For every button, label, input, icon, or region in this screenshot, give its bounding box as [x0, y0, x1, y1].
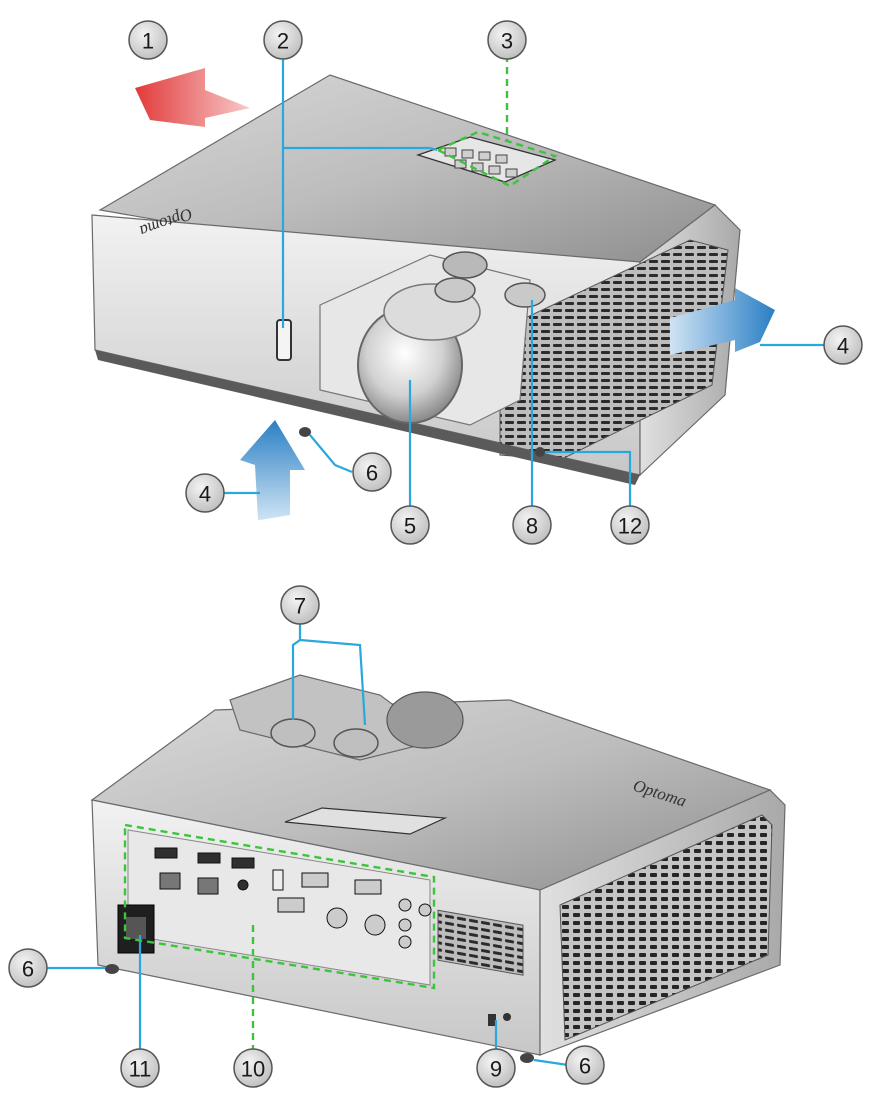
rear-view-projector: Optoma [90, 674, 786, 1063]
callout-circle [280, 585, 320, 625]
callout-2: 2 [263, 20, 303, 60]
lock-icon [503, 1013, 511, 1021]
callout-number: 6 [366, 461, 378, 486]
hdmi-port [154, 847, 178, 859]
callout-circle [352, 452, 392, 492]
usb-port [272, 869, 284, 891]
callout-number: 6 [579, 1054, 591, 1079]
front-view-projector: Optoma [91, 74, 741, 485]
callout-number: 3 [501, 29, 513, 54]
rear-vent [437, 909, 524, 976]
callout-number: 4 [837, 334, 849, 359]
callout-10: 10 [233, 1048, 273, 1088]
zoom-ring [434, 277, 476, 303]
callout-12: 12 [610, 505, 650, 545]
callout-number: 2 [277, 29, 289, 54]
callout-number: 6 [22, 957, 34, 982]
callout-number: 12 [618, 514, 642, 539]
audio-jack [237, 879, 249, 891]
callout-6: 6 [352, 452, 392, 492]
callout-4: 4 [185, 473, 225, 513]
rear-side-vent [559, 814, 773, 1041]
callout-circle [233, 1048, 273, 1088]
callout-6: 6 [565, 1045, 605, 1085]
callout-number: 7 [294, 594, 306, 619]
callout-number: 5 [404, 514, 416, 539]
dashed-outlines [123, 55, 558, 1055]
audio-jack [418, 903, 432, 917]
callout-5: 5 [390, 505, 430, 545]
callout-circle [565, 1045, 605, 1085]
callout-circle [128, 20, 168, 60]
callout-circle [512, 505, 552, 545]
vga-port [277, 897, 305, 913]
rear-foot-right [520, 1053, 534, 1063]
kensington-lock-slot [488, 1014, 496, 1026]
callout-number: 4 [199, 482, 211, 507]
io-ports [154, 847, 432, 949]
rca-port [326, 907, 348, 929]
vga-port [354, 879, 382, 895]
rear-zoom-ring [270, 718, 316, 748]
audio-jack [398, 918, 412, 932]
callout-number: 8 [526, 514, 538, 539]
callout-circle [610, 505, 650, 545]
callout-9: 9 [476, 1048, 516, 1088]
security-slot-front [535, 447, 545, 457]
callout-circle [823, 325, 863, 365]
airflow-out-arrow [135, 68, 250, 127]
callout-6: 6 [8, 948, 48, 988]
vga-port [301, 872, 329, 888]
callout-1: 1 [128, 20, 168, 60]
airflow-in-arrow [670, 288, 775, 355]
hdmi-port [231, 857, 255, 869]
rj45-port [159, 872, 181, 890]
callout-circle [487, 20, 527, 60]
rear-lens-edge [386, 691, 464, 749]
rear-foot-left [105, 964, 119, 974]
callout-3: 3 [487, 20, 527, 60]
audio-jack [398, 935, 412, 949]
callout-number: 11 [129, 1057, 152, 1082]
callout-circle [390, 505, 430, 545]
side-vent-grille [499, 239, 729, 461]
airflow-in-arrow [240, 420, 305, 520]
callout-number: 9 [490, 1057, 502, 1082]
rj45-port [197, 877, 219, 895]
lens-knob-top [442, 251, 488, 279]
rear-focus-ring [333, 728, 379, 758]
callout-4: 4 [823, 325, 863, 365]
callout-number: 10 [241, 1057, 265, 1082]
rear-keypad [284, 807, 448, 835]
callout-circle [8, 948, 48, 988]
callout-circle [120, 1048, 160, 1088]
audio-jack [398, 898, 412, 912]
callout-11: 11 [120, 1048, 160, 1088]
tilt-foot [299, 427, 311, 437]
callout-8: 8 [512, 505, 552, 545]
focus-ring [504, 282, 546, 308]
callout-7: 7 [280, 585, 320, 625]
callout-circle [476, 1048, 516, 1088]
callout-circle [263, 20, 303, 60]
callout-number: 1 [142, 29, 154, 54]
callout-circle [185, 473, 225, 513]
rca-port [364, 914, 386, 936]
hdmi-port [197, 852, 221, 864]
